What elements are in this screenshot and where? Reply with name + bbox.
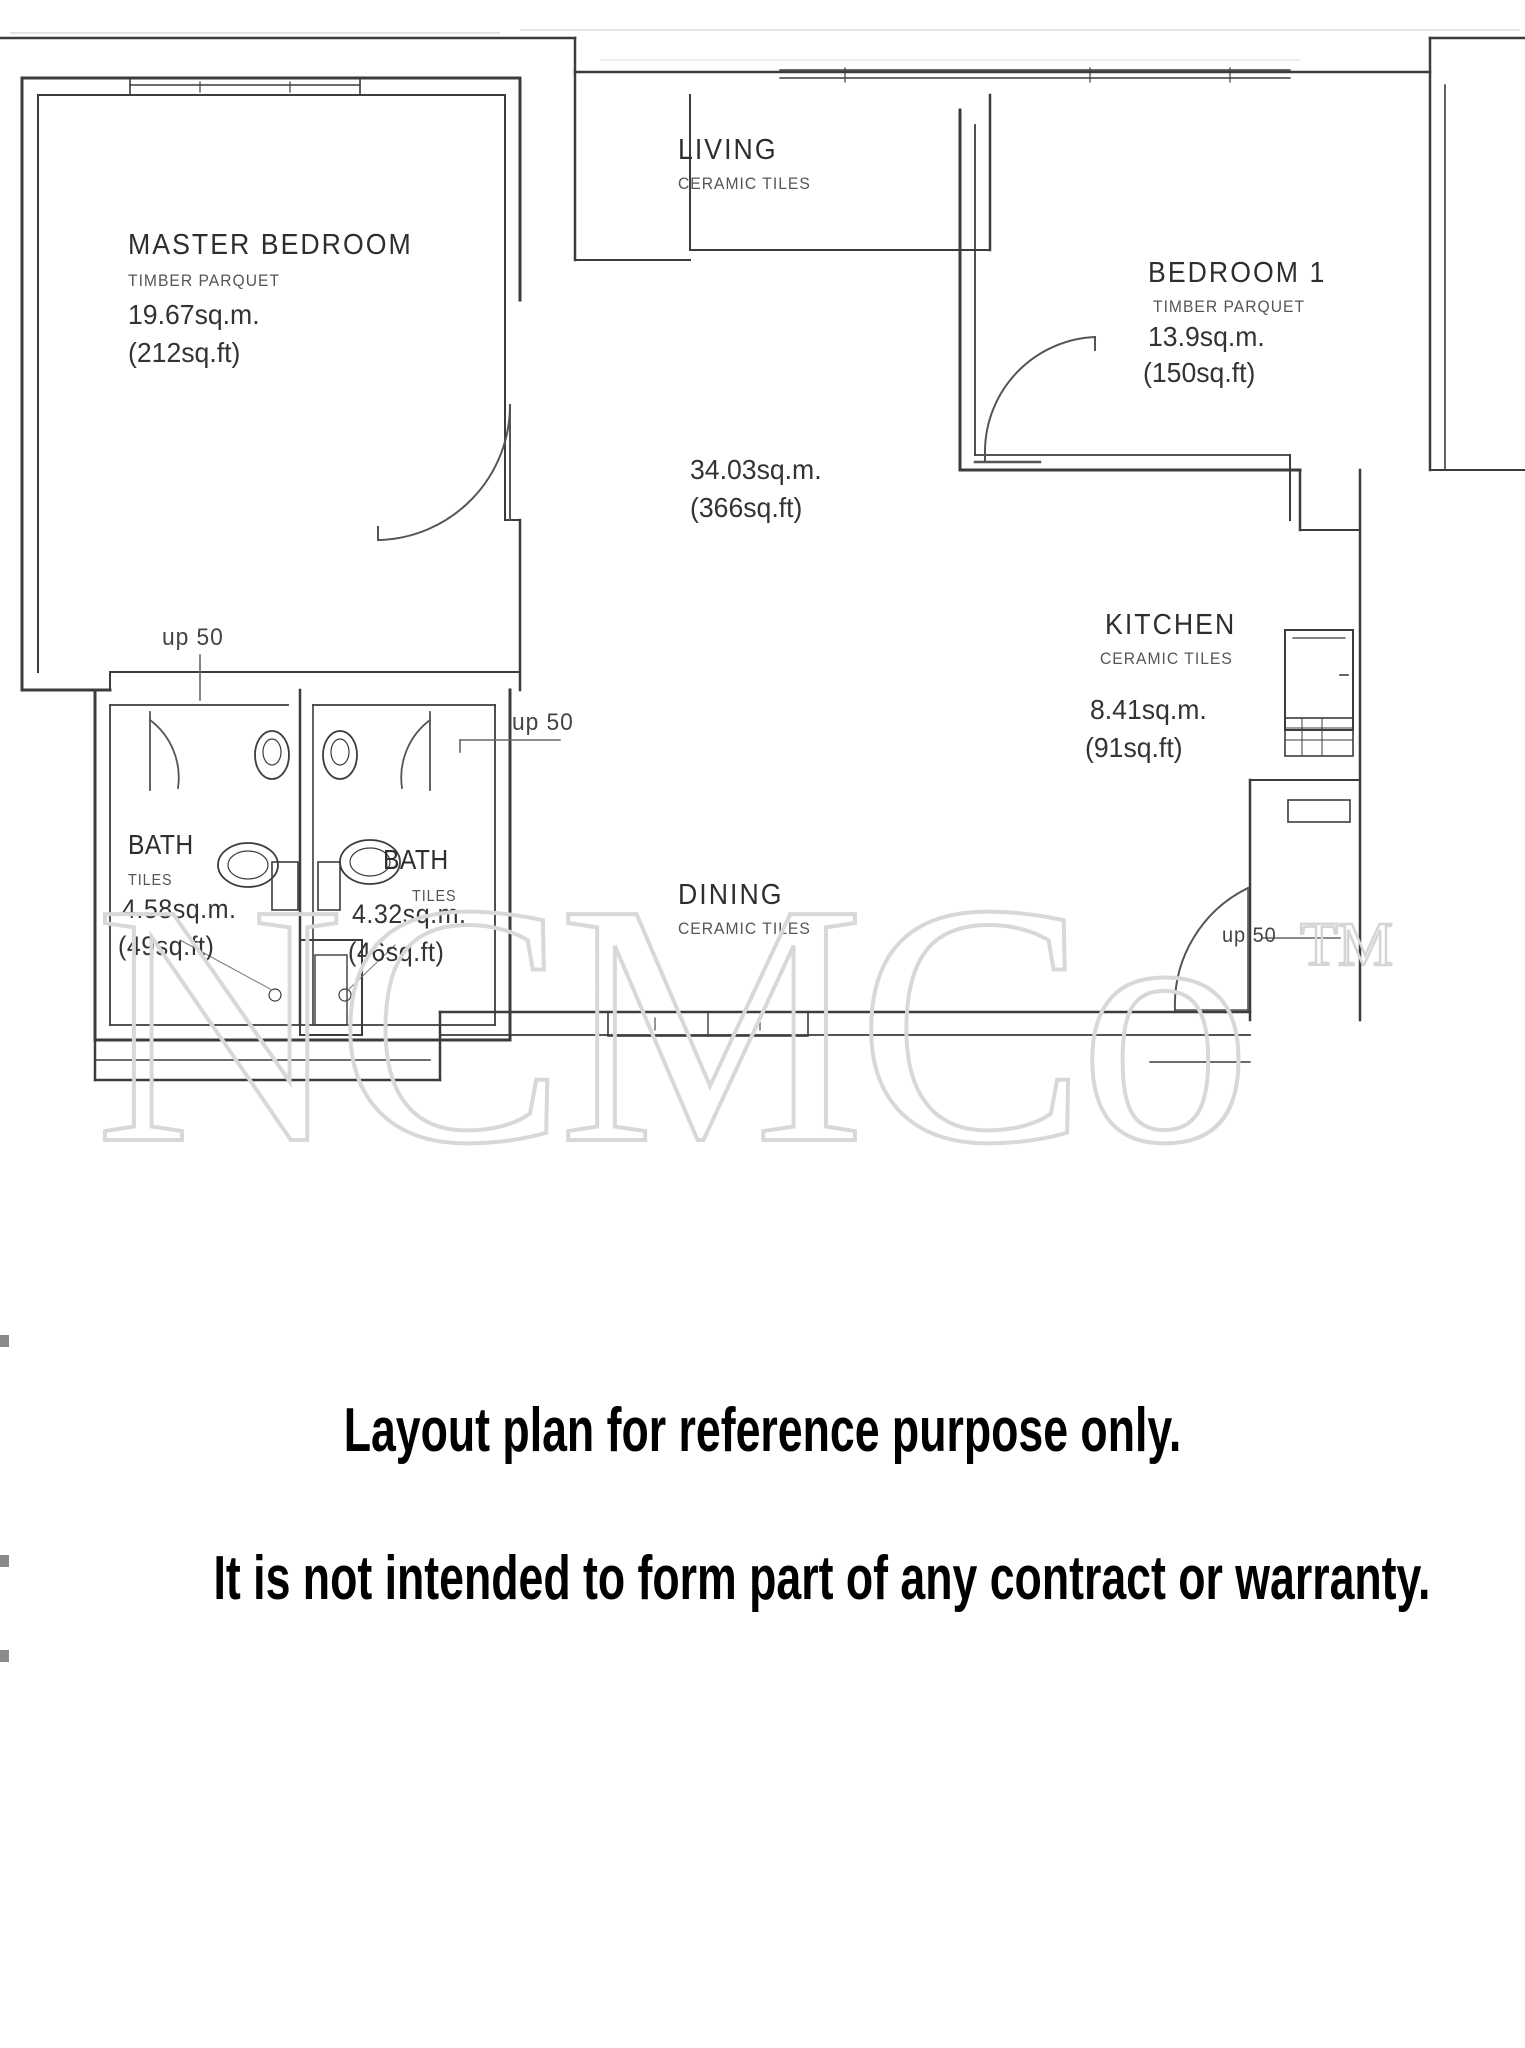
- room-area-sqft-living: (366sq.ft): [690, 492, 803, 523]
- floor-plan-svg: [0, 29, 1525, 1082]
- room-area-sqft-master-bedroom: (212sq.ft): [128, 337, 241, 368]
- room-label-dining: DINING: [678, 879, 784, 911]
- room-material-bedroom-1: TIMBER PARQUET: [1153, 297, 1306, 316]
- scan-edge-tick: [0, 1555, 9, 1567]
- floor-plan-drawing: MASTER BEDROOM TIMBER PARQUET 19.67sq.m.…: [0, 29, 1525, 1662]
- disclaimer-line-1: Layout plan for reference purpose only.: [343, 1396, 1182, 1465]
- scan-noise: [10, 29, 1520, 61]
- room-area-sqm-kitchen: 8.41sq.m.: [1090, 694, 1207, 725]
- room-area-sqft-bath-left: (49sq.ft): [118, 931, 215, 961]
- room-label-living: LIVING: [678, 134, 778, 166]
- annotation-step-mid: up 50: [512, 709, 574, 736]
- room-area-sqft-bath-right: (46sq.ft): [348, 937, 445, 967]
- disclaimer-line-2: It is not intended to form part of any c…: [213, 1544, 1431, 1613]
- room-material-kitchen: CERAMIC TILES: [1100, 649, 1233, 668]
- room-area-sqm-bath-right: 4.32sq.m.: [352, 899, 467, 929]
- room-label-bedroom-1: BEDROOM 1: [1148, 257, 1327, 289]
- room-area-sqm-bedroom-1: 13.9sq.m.: [1148, 321, 1265, 352]
- room-label-bath-left: BATH: [128, 829, 194, 860]
- room-area-sqm-master-bedroom: 19.67sq.m.: [128, 299, 260, 330]
- room-material-living: CERAMIC TILES: [678, 174, 811, 193]
- room-material-dining: CERAMIC TILES: [678, 919, 811, 938]
- room-material-bath-left: TILES: [128, 872, 173, 889]
- room-material-bath-right: TILES: [412, 888, 457, 905]
- annotation-step-left: up 50: [162, 624, 224, 651]
- room-label-bath-right: BATH: [383, 844, 449, 875]
- room-area-sqft-kitchen: (91sq.ft): [1085, 732, 1183, 763]
- annotation-step-right: up 50: [1222, 924, 1277, 947]
- wall-outlines: [0, 36, 1525, 1082]
- room-label-master-bedroom: MASTER BEDROOM: [128, 229, 413, 261]
- room-area-sqm-living: 34.03sq.m.: [690, 454, 822, 485]
- scan-edge-tick: [0, 1650, 9, 1662]
- scan-edge-tick: [0, 1335, 9, 1347]
- room-area-sqm-bath-left: 4.58sq.m.: [122, 894, 237, 924]
- room-material-master-bedroom: TIMBER PARQUET: [128, 271, 281, 290]
- disclaimer-block: Layout plan for reference purpose only. …: [0, 1400, 1525, 1610]
- room-label-kitchen: KITCHEN: [1105, 609, 1237, 641]
- room-area-sqft-bedroom-1: (150sq.ft): [1143, 357, 1256, 388]
